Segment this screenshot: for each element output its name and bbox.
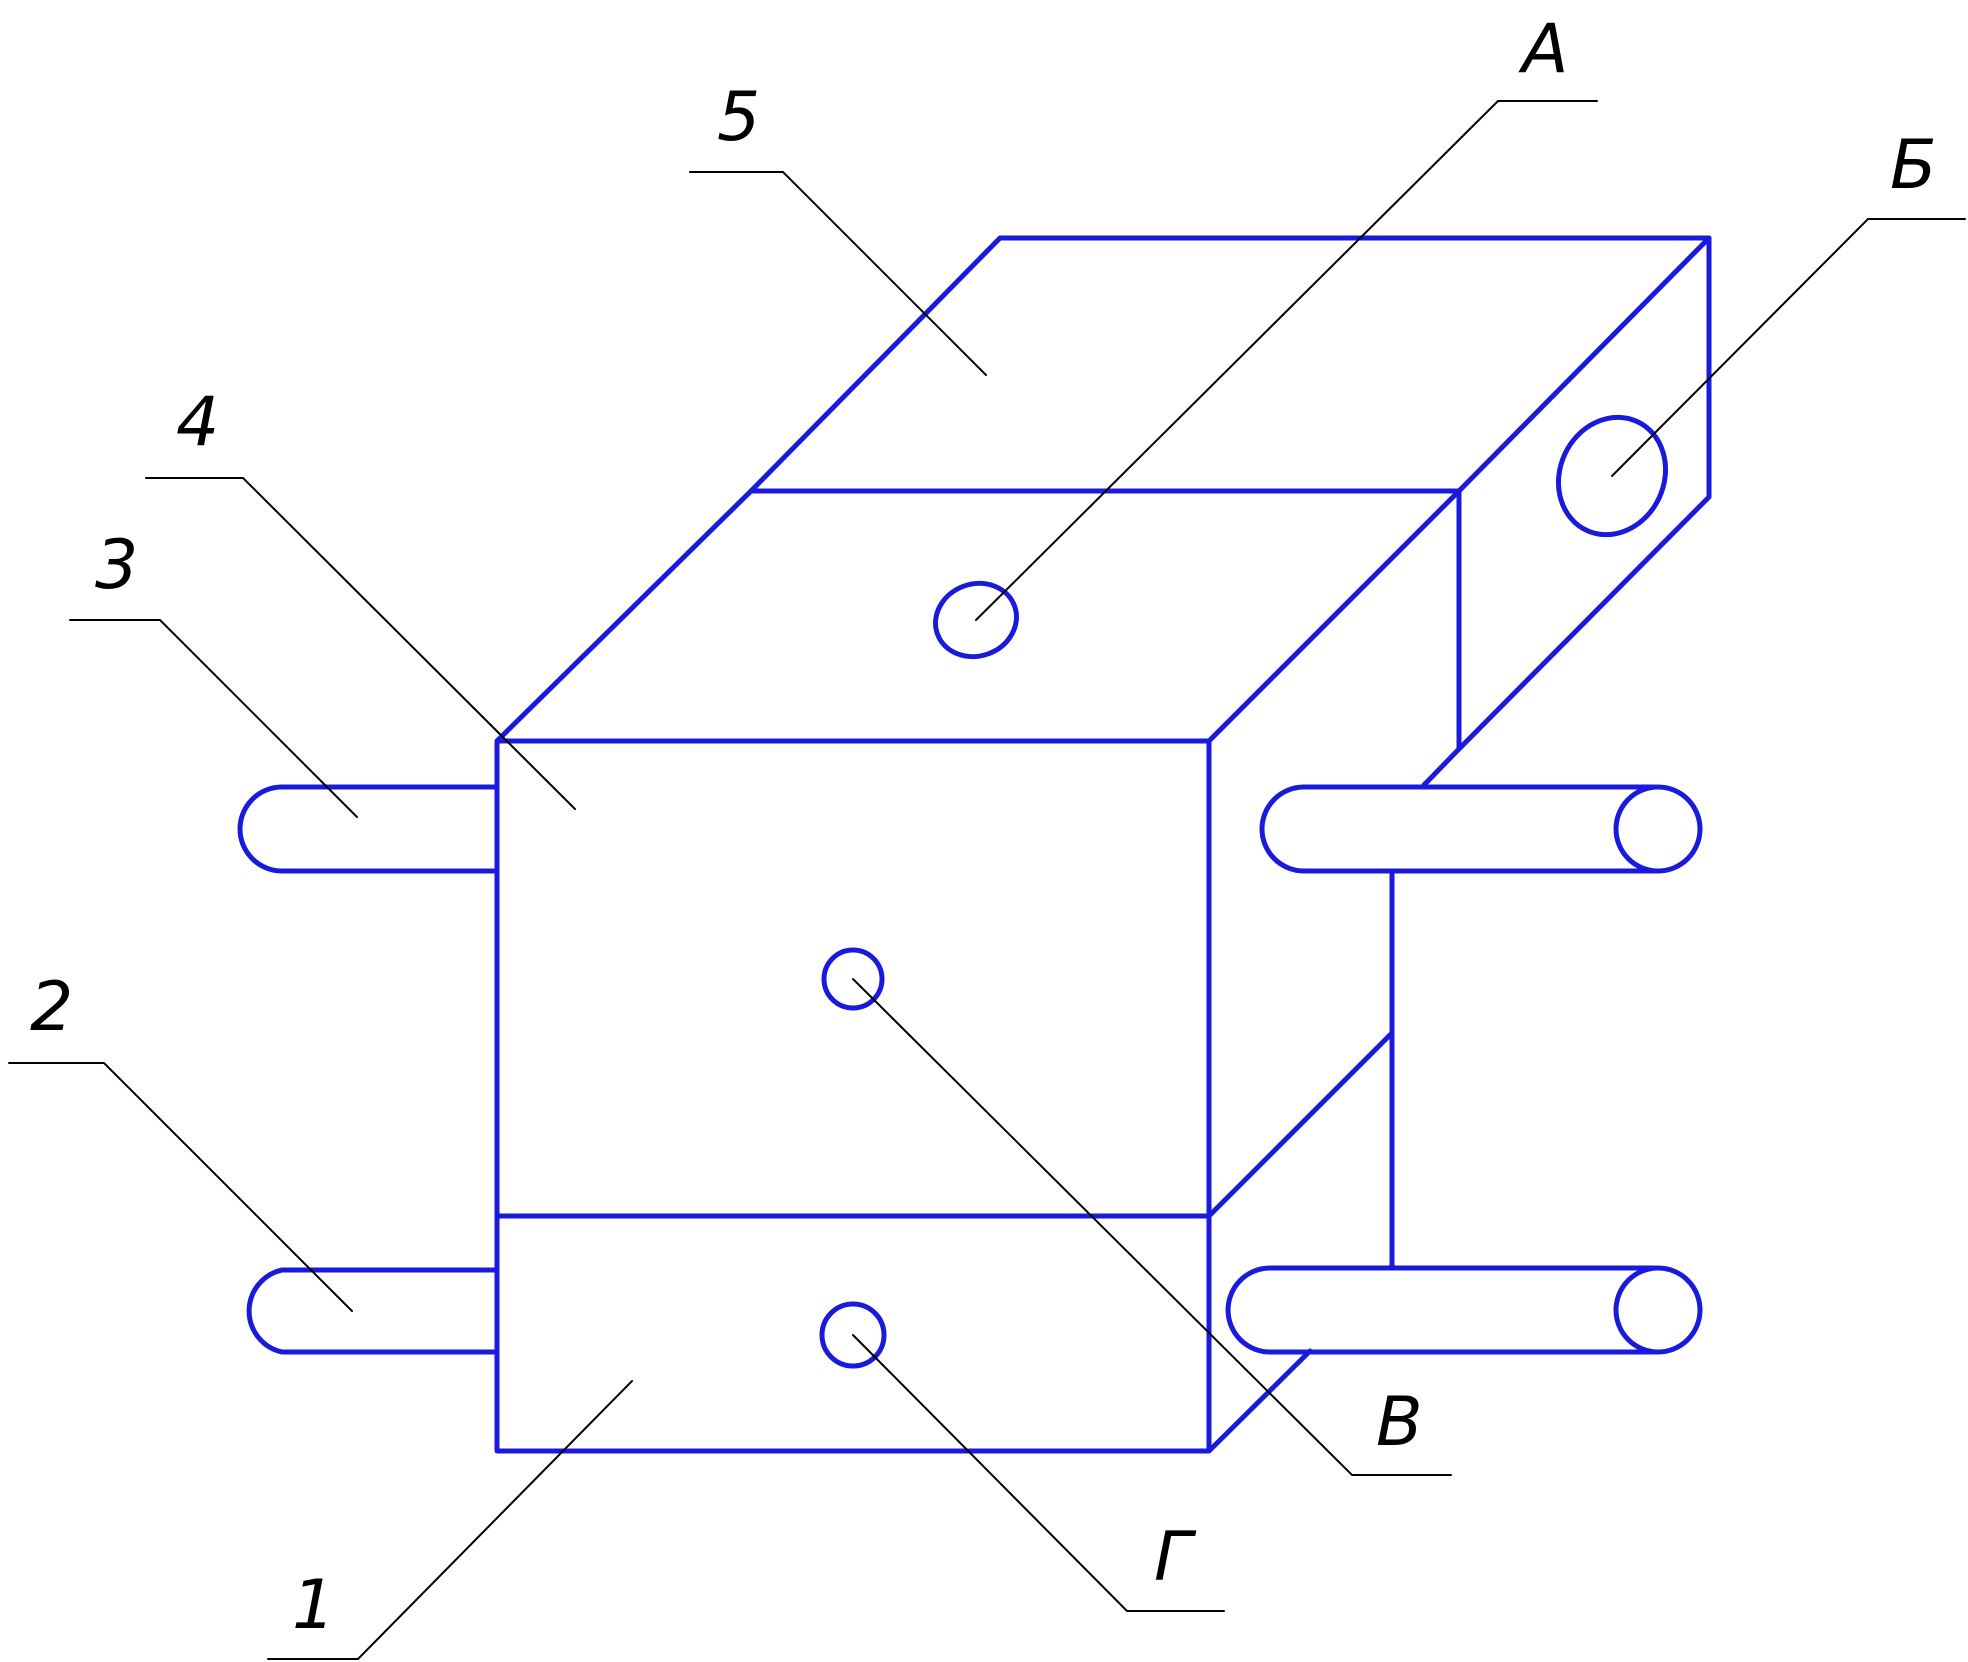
- leader-4: [145, 477, 576, 810]
- right-lower-pipe-end: [1613, 1265, 1703, 1355]
- label-part-4: 4: [176, 383, 219, 462]
- right-upper-edge: [1421, 746, 1462, 788]
- leader-2: [8, 1062, 353, 1312]
- right-middle-edge: [1206, 1030, 1395, 1219]
- label-port-a: А: [1518, 10, 1569, 89]
- label-port-b: Б: [1890, 126, 1937, 205]
- label-part-5: 5: [717, 78, 760, 157]
- top-cover-outline: [748, 235, 1712, 494]
- pipe-stubs: [237, 784, 1703, 1355]
- front-face: [494, 738, 1212, 1454]
- leader-1: [267, 1380, 633, 1660]
- right-upper-pipe: [1259, 784, 1657, 874]
- ports: [819, 414, 1669, 1369]
- leader-5: [689, 171, 987, 376]
- top-cover-side: [1456, 235, 1712, 752]
- port-b-hole: [1555, 414, 1669, 538]
- top-tier-outline: [494, 488, 1462, 744]
- leader-3: [69, 619, 358, 818]
- label-port-g: Г: [1154, 1518, 1197, 1597]
- left-lower-pipe: [246, 1267, 500, 1355]
- port-a-hole: [933, 580, 1019, 660]
- leader-g: [852, 1334, 1225, 1612]
- label-part-1: 1: [292, 1566, 335, 1645]
- callout-labels: 1 2 3 4 5 А Б В Г: [30, 10, 1937, 1645]
- leader-lines: [8, 100, 1966, 1660]
- right-lower-pipe: [1225, 1265, 1657, 1355]
- leader-b: [1611, 218, 1966, 477]
- leader-v: [852, 978, 1452, 1476]
- right-lower-edge: [1206, 1348, 1313, 1454]
- label-part-2: 2: [30, 968, 73, 1047]
- port-g-hole: [819, 1301, 887, 1369]
- leader-a: [975, 100, 1598, 621]
- right-upper-pipe-end: [1613, 784, 1703, 874]
- left-upper-pipe: [237, 784, 500, 874]
- label-port-v: В: [1376, 1383, 1423, 1462]
- label-part-3: 3: [95, 526, 138, 605]
- port-v-hole: [821, 947, 885, 1011]
